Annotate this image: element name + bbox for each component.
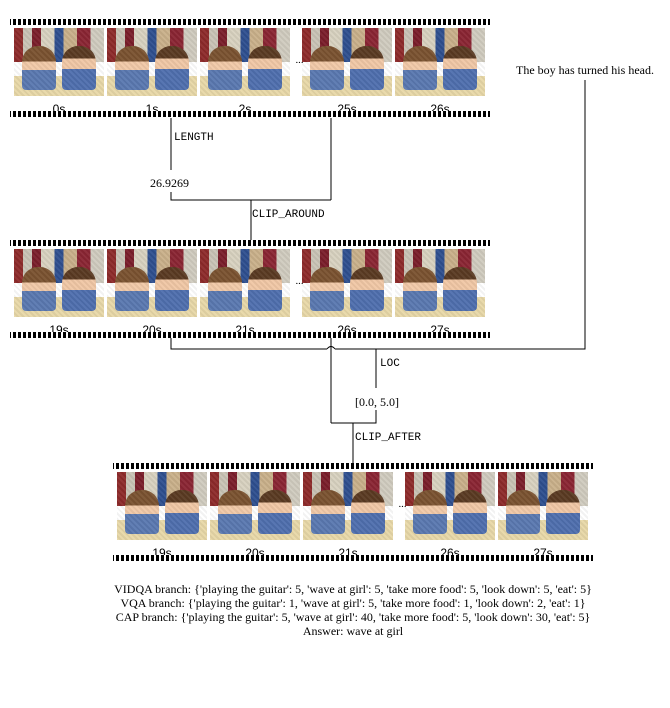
video-frame [395, 249, 485, 317]
video-frame [405, 472, 495, 540]
video-frame [303, 472, 393, 540]
vqa-branch-text: VQA branch: {'playing the guitar': 1, 'w… [120, 596, 586, 610]
video-frame [14, 249, 104, 317]
video-frame [498, 472, 588, 540]
op-loc-label: LOC [380, 358, 400, 370]
film-sprocket-bottom [10, 332, 490, 338]
video-frame [200, 249, 290, 317]
film-strip-clip-around: ··· 19s 20s 21s 26s 27s [10, 240, 490, 338]
video-frame [210, 472, 300, 540]
film-sprocket-bottom [113, 555, 593, 561]
ellipsis: ··· [295, 278, 304, 290]
video-frame [200, 28, 290, 96]
op-clip-after-label: CLIP_AFTER [355, 432, 422, 444]
op-clip-around-label: CLIP_AROUND [252, 209, 325, 221]
video-frame [107, 28, 197, 96]
length-value: 26.9269 [150, 176, 189, 190]
video-frame [14, 28, 104, 96]
video-frame [117, 472, 207, 540]
loc-value: [0.0, 5.0] [355, 395, 399, 409]
cap-branch-text: CAP branch: {'playing the guitar': 5, 'w… [115, 610, 591, 624]
video-frame [302, 28, 392, 96]
film-sprocket-top [113, 463, 593, 469]
op-length-label: LENGTH [174, 132, 214, 144]
video-frame [107, 249, 197, 317]
answer-text: Answer: wave at girl [302, 624, 404, 638]
film-strip-clip-after: ··· 19s 20s 21s 26s 27s [113, 463, 593, 561]
vidqa-branch-text: VIDQA branch: {'playing the guitar': 5, … [114, 582, 592, 596]
query-caption: The boy has turned his head. [516, 63, 654, 77]
film-sprocket-top [10, 240, 490, 246]
ellipsis: ··· [398, 501, 407, 513]
ellipsis: ··· [295, 57, 304, 69]
film-sprocket-bottom [10, 111, 490, 117]
film-strip-input: ··· 0s 1s 2s 25s 26s [10, 19, 490, 117]
results-block: VIDQA branch: {'playing the guitar': 5, … [60, 582, 646, 638]
video-frame [395, 28, 485, 96]
film-sprocket-top [10, 19, 490, 25]
video-frame [302, 249, 392, 317]
